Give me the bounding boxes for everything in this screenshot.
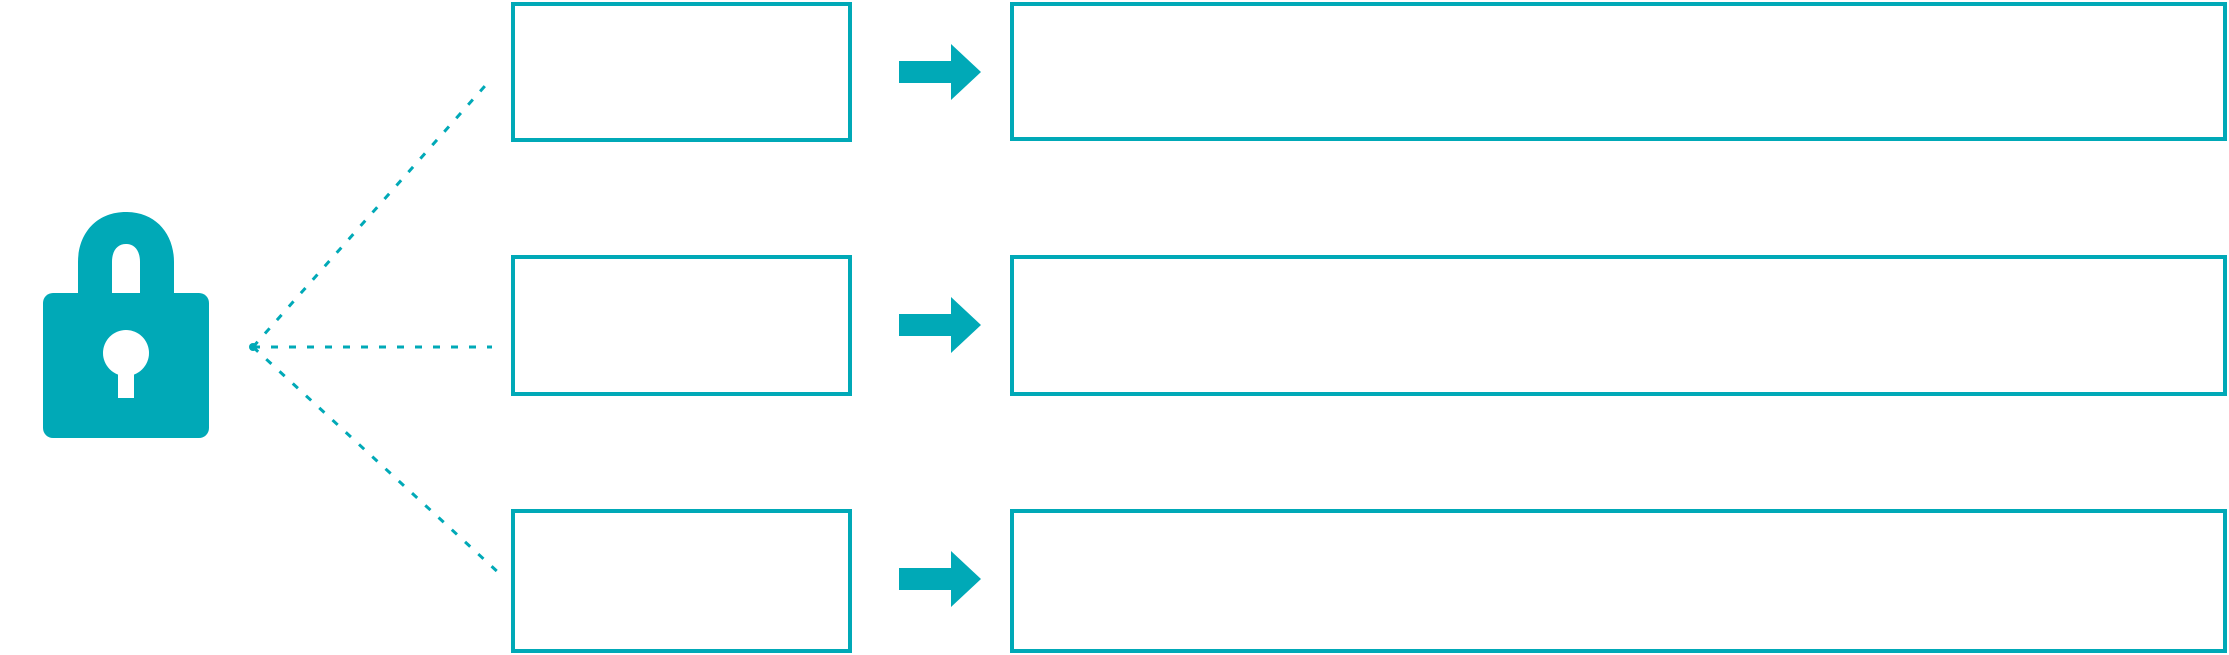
row-3-arrow-right-icon: [899, 551, 981, 607]
row-1-target-box[interactable]: [1010, 2, 2227, 141]
row-2-source-box[interactable]: [511, 255, 852, 396]
flow-row-1: [0, 0, 2229, 145]
row-1-arrow-right-icon: [899, 44, 981, 100]
row-3-target-label: [1014, 513, 2223, 533]
row-2-target-box[interactable]: [1010, 255, 2227, 396]
row-3-target-box[interactable]: [1010, 509, 2227, 653]
row-3-source-label: [515, 513, 848, 533]
row-1-source-box[interactable]: [511, 2, 852, 142]
row-2-arrow-right-icon: [899, 297, 981, 353]
lock-icon: [26, 150, 226, 450]
row-3-source-box[interactable]: [511, 509, 852, 653]
